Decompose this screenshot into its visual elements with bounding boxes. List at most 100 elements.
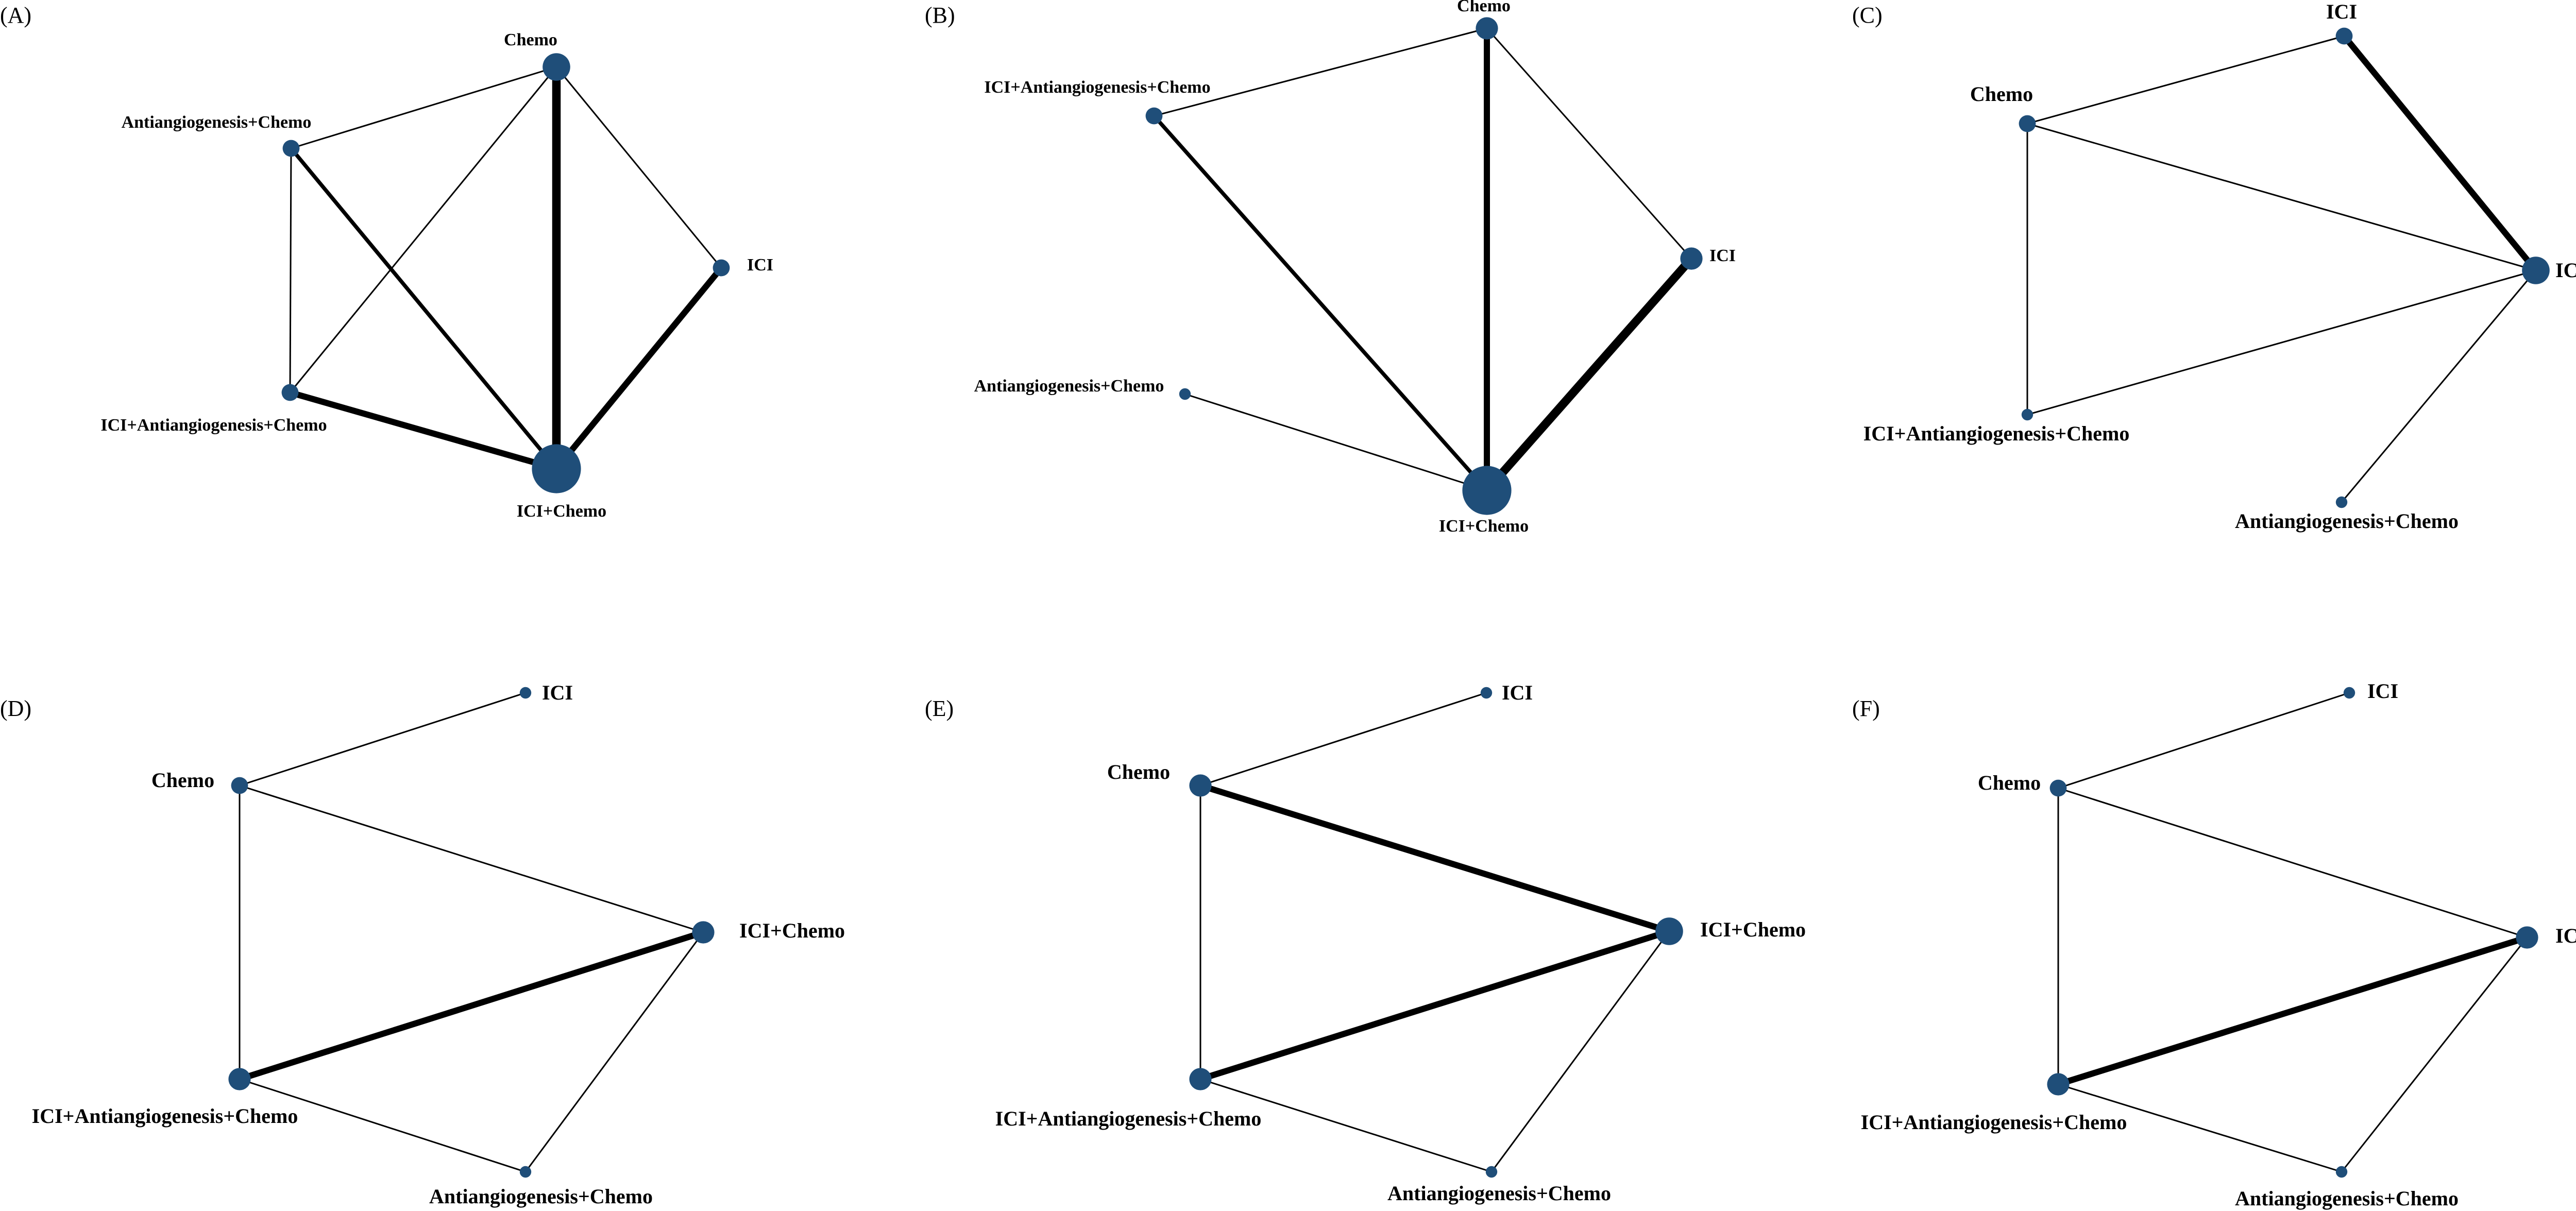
node-label-ici-plus-chemo: ICI+Chemo: [1700, 918, 1806, 941]
node-label-ici: ICI: [542, 681, 573, 704]
panel-label: (B): [925, 3, 955, 28]
node-label-ici-plus-chemo: ICI+Chemo: [2555, 259, 2576, 282]
edge-ici-plus-antiangiogenesis-plus-chemo-to-ici-plus-chemo: [2057, 934, 2528, 1087]
edge-chemo-to-ici-plus-antiangiogenesis-plus-chemo: [1154, 27, 1487, 117]
edge-antiangiogenesis-plus-chemo-to-ici-plus-chemo: [2341, 937, 2528, 1172]
network-panel-e: (E) ICI ChemoICI+ChemoICI+Antiangiogenesis…: [925, 681, 1806, 1205]
node-label-ici: ICI: [1502, 681, 1533, 704]
node-ici-plus-antiangiogenesis-plus-chemo: [281, 384, 299, 401]
node-chemo: [2049, 779, 2067, 797]
node-label-ici: ICI: [1709, 246, 1736, 265]
node-label-chemo: Chemo: [1978, 771, 2041, 794]
network-panel-f: (F) ICI ChemoICI+ChemoICI+Antiangiogenesis…: [1852, 679, 2576, 1210]
node-antiangiogenesis-plus-chemo: [1485, 1166, 1498, 1178]
node-antiangiogenesis-plus-chemo: [2335, 1166, 2348, 1178]
network-panel-c: (C) ICI ChemoICI+ChemoICI+Antiangiogenesis…: [1852, 0, 2576, 533]
edge-chemo-to-ici-plus-antiangiogenesis-plus-chemo: [289, 66, 557, 393]
panel-label: (C): [1852, 3, 1883, 28]
panel-label: (F): [1852, 696, 1880, 721]
node-label-ici-plus-chemo: ICI+Chemo: [2555, 924, 2576, 947]
node-label-antiangiogenesis-plus-chemo: Antiangiogenesis+Chemo: [2235, 509, 2459, 533]
node-antiangiogenesis-plus-chemo: [2335, 496, 2348, 508]
edge-chemo-to-ici: [1200, 692, 1487, 787]
edge-ici-to-chemo: [2027, 35, 2345, 125]
node-label-antiangiogenesis-plus-chemo: Antiangiogenesis+Chemo: [429, 1185, 653, 1208]
edge-chemo-to-ici: [555, 66, 722, 268]
edge-antiangiogenesis-plus-chemo-to-ici-plus-chemo: [290, 147, 558, 470]
node-label-ici-plus-chemo: ICI+Chemo: [739, 919, 845, 942]
edge-ici-plus-antiangiogenesis-plus-chemo-to-ici-plus-chemo: [239, 929, 704, 1082]
edge-antiangiogenesis-plus-chemo-to-ici-plus-chemo: [1490, 931, 1670, 1172]
node-ici-plus-chemo: [532, 444, 581, 493]
node-ici: [2335, 27, 2353, 45]
node-chemo: [1476, 17, 1498, 40]
node-label-ici: ICI: [747, 255, 773, 275]
node-ici-plus-chemo: [1462, 466, 1512, 515]
edge-antiangiogenesis-plus-chemo-to-ici-plus-chemo: [2341, 270, 2537, 503]
edge-chemo-to-ici-plus-chemo: [1199, 782, 1670, 934]
node-label-ici-plus-antiangiogenesis-plus-chemo: ICI+Antiangiogenesis+Chemo: [984, 78, 1210, 97]
node-chemo: [1189, 774, 1212, 797]
node-chemo: [2019, 115, 2036, 132]
node-label-chemo: Chemo: [1970, 82, 2033, 106]
node-ici-plus-chemo: [2522, 257, 2550, 284]
node-ici-plus-antiangiogenesis-plus-chemo: [2021, 408, 2033, 421]
node-ici: [1680, 247, 1703, 270]
node-ici-plus-chemo: [2516, 926, 2538, 949]
node-ici: [519, 687, 532, 699]
node-antiangiogenesis-plus-chemo: [1179, 388, 1191, 400]
node-label-ici-plus-antiangiogenesis-plus-chemo: ICI+Antiangiogenesis+Chemo: [1861, 1111, 2127, 1134]
edge-chemo-to-ici-plus-chemo: [239, 784, 704, 933]
network-panel-d: (D) ICI ChemoICI+ChemoICI+Antiangiogenesis…: [0, 681, 845, 1208]
node-ici-plus-antiangiogenesis-plus-chemo: [228, 1068, 251, 1090]
node-label-antiangiogenesis-plus-chemo: Antiangiogenesis+Chemo: [1387, 1182, 1611, 1205]
node-label-chemo: Chemo: [1107, 760, 1170, 783]
node-chemo: [543, 53, 570, 81]
node-ici-plus-antiangiogenesis-plus-chemo: [1189, 1068, 1212, 1090]
edge-antiangiogenesis-plus-chemo-to-ici-plus-chemo: [524, 932, 704, 1172]
node-label-antiangiogenesis-plus-chemo: Antiangiogenesis+Chemo: [2235, 1187, 2459, 1210]
node-ici: [713, 259, 730, 277]
edge-ici-to-ici-plus-chemo: [1483, 255, 1695, 493]
node-label-chemo: Chemo: [1457, 0, 1511, 15]
node-label-antiangiogenesis-plus-chemo: Antiangiogenesis+Chemo: [974, 377, 1164, 396]
node-label-ici-plus-antiangiogenesis-plus-chemo: ICI+Antiangiogenesis+Chemo: [1863, 422, 2130, 445]
node-ici-plus-chemo: [692, 921, 715, 944]
edge-chemo-to-ici: [2058, 692, 2350, 789]
edge-antiangiogenesis-plus-chemo-to-ici-plus-chemo: [1184, 393, 1487, 491]
node-antiangiogenesis-plus-chemo: [282, 140, 300, 157]
node-label-ici-plus-antiangiogenesis-plus-chemo: ICI+Antiangiogenesis+Chemo: [100, 416, 327, 435]
node-label-chemo: Chemo: [151, 769, 214, 792]
edge-ici-to-ici-plus-chemo: [554, 266, 724, 471]
node-label-ici: ICI: [2326, 0, 2357, 23]
edge-ici-plus-antiangiogenesis-plus-chemo-to-ici-plus-chemo: [1153, 114, 1488, 492]
node-label-ici-plus-chemo: ICI+Chemo: [1439, 517, 1529, 536]
edge-ici-plus-antiangiogenesis-plus-chemo-to-antiangiogenesis-plus-chemo: [2058, 1083, 2342, 1173]
node-ici-plus-antiangiogenesis-plus-chemo: [1145, 107, 1163, 125]
panel-label: (D): [0, 696, 31, 721]
node-label-chemo: Chemo: [504, 30, 557, 49]
node-ici-plus-antiangiogenesis-plus-chemo: [2047, 1073, 2070, 1096]
node-label-ici: ICI: [2367, 679, 2398, 703]
node-label-antiangiogenesis-plus-chemo: Antiangiogenesis+Chemo: [122, 113, 312, 132]
node-ici-plus-chemo: [1655, 917, 1683, 945]
edge-ici-plus-antiangiogenesis-plus-chemo-to-antiangiogenesis-plus-chemo: [239, 1078, 526, 1173]
edge-ici-plus-antiangiogenesis-plus-chemo-to-ici-plus-chemo: [1199, 928, 1670, 1082]
panel-label: (E): [925, 696, 954, 721]
edge-ici-plus-antiangiogenesis-plus-chemo-to-ici-plus-chemo: [289, 389, 557, 472]
edge-ici-plus-antiangiogenesis-plus-chemo-to-ici-plus-chemo: [2027, 269, 2536, 416]
panel-label: (A): [0, 3, 31, 28]
node-antiangiogenesis-plus-chemo: [519, 1166, 532, 1178]
edge-chemo-to-ici: [1486, 28, 1692, 259]
node-label-ici-plus-antiangiogenesis-plus-chemo: ICI+Antiangiogenesis+Chemo: [32, 1104, 298, 1128]
edge-chemo-to-ici-plus-chemo: [2027, 123, 2536, 271]
edge-ici-plus-antiangiogenesis-plus-chemo-to-antiangiogenesis-plus-chemo: [1200, 1078, 1492, 1173]
node-ici: [2343, 687, 2355, 699]
edge-chemo-to-ici-plus-chemo: [2058, 787, 2528, 939]
node-label-ici-plus-antiangiogenesis-plus-chemo: ICI+Antiangiogenesis+Chemo: [995, 1107, 1262, 1130]
node-ici: [1480, 687, 1493, 699]
node-label-ici-plus-chemo: ICI+Chemo: [517, 502, 606, 521]
